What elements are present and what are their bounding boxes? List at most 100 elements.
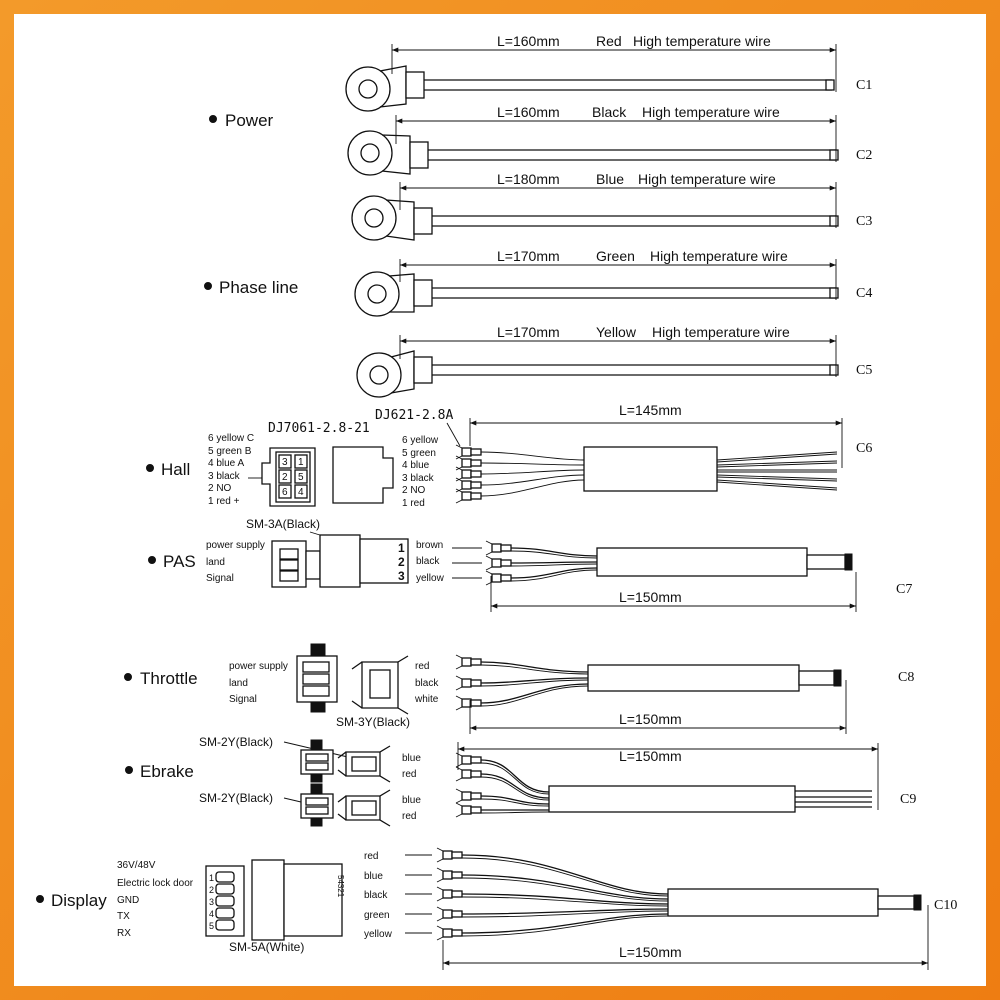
cable-code: C5 — [856, 363, 872, 378]
pas-sleeve — [596, 547, 808, 577]
hall-wire-3: 3 black — [402, 473, 435, 484]
hall-wire-6: 6 yellow — [402, 435, 439, 446]
ebrake-wire-1-red: red — [402, 769, 416, 780]
display-signal-2: Electric lock door — [117, 878, 194, 889]
cable-type: High temperature wire — [638, 171, 776, 187]
display-sleeve — [667, 888, 879, 917]
ebrake-sleeve — [548, 785, 796, 813]
hall-connector-right-label: DJ621-2.8A — [375, 408, 453, 423]
throttle-connector-label: SM-3Y(Black) — [336, 715, 410, 729]
cable-color: Yellow — [596, 324, 637, 340]
pas-connector-label: SM-3A(Black) — [246, 517, 320, 531]
pas-wire-1: brown — [416, 540, 443, 551]
ebrake-connector-1-label: SM-2Y(Black) — [199, 735, 273, 749]
display-housing-pins: 54321 — [336, 875, 345, 898]
cable-length: L=160mm — [497, 33, 560, 49]
label-display: Display — [51, 891, 107, 910]
hall-wire-1: 1 red — [402, 498, 425, 509]
throttle-length: L=150mm — [619, 711, 682, 727]
display-housing-side — [251, 859, 285, 941]
ebrake-wire-1-blue: blue — [402, 753, 421, 764]
display-wire-3: black — [364, 890, 388, 901]
cable-type: High temperature wire — [642, 104, 780, 120]
ebrake-wire-2-red: red — [402, 811, 416, 822]
cable-code: C1 — [856, 78, 872, 93]
display-pin-number: 1 — [209, 873, 214, 883]
pas-housing-side — [319, 534, 361, 588]
pas-wire-2: black — [416, 556, 440, 567]
cable-type: High temperature wire — [652, 324, 790, 340]
pas-length: L=150mm — [619, 589, 682, 605]
throttle-wire-3: white — [414, 694, 439, 705]
hall-left-pin-6: 6 yellow C — [208, 433, 254, 444]
display-wire-2: blue — [364, 871, 383, 882]
display-wire-1: red — [364, 851, 378, 862]
cable-color: Blue — [596, 171, 624, 187]
section-labels: Power Phase line Hall PAS Throttle Ebrak… — [36, 111, 298, 910]
display-pin-number: 2 — [209, 885, 214, 895]
hall-left-pin-4: 4 blue A — [208, 458, 244, 469]
pas-signal-1: power supply — [206, 540, 265, 551]
ebrake-length: L=150mm — [619, 748, 682, 764]
display-length: L=150mm — [619, 944, 682, 960]
display-signal-4: TX — [117, 911, 130, 922]
label-phase-line: Phase line — [219, 278, 298, 297]
hall-housing-pin: 6 — [282, 487, 288, 498]
ebrake-wire-2-blue: blue — [402, 795, 421, 806]
cable-length: L=170mm — [497, 248, 560, 264]
cable-color: Green — [596, 248, 635, 264]
pas-signal-2: land — [206, 557, 225, 568]
display-pin-number: 4 — [209, 909, 214, 919]
pas-pin-number: 2 — [398, 555, 405, 569]
cable-color: Black — [592, 104, 627, 120]
hall-connector-left-label: DJ7061-2.8-21 — [268, 421, 370, 436]
hall-housing-side — [332, 446, 394, 504]
display-assembly: 36V/48V Electric lock door GND TX RX 123… — [117, 847, 957, 970]
hall-housing-pin: 3 — [282, 457, 288, 468]
display-signal-1: 36V/48V — [117, 860, 156, 871]
hall-left-pin-1: 1 red + — [208, 496, 240, 507]
cable-length: L=170mm — [497, 324, 560, 340]
cable-type: High temperature wire — [633, 33, 771, 49]
hall-housing-pin: 1 — [298, 457, 304, 468]
display-pin-number: 5 — [209, 921, 214, 931]
throttle-signal-1: power supply — [229, 661, 288, 672]
diagram-panel: Power Phase line Hall PAS Throttle Ebrak… — [14, 14, 986, 986]
label-power: Power — [225, 111, 274, 130]
throttle-wire-2: black — [415, 678, 439, 689]
code-c10: C10 — [934, 898, 957, 913]
display-signal-3: GND — [117, 895, 139, 906]
throttle-signal-3: Signal — [229, 694, 257, 705]
label-hall: Hall — [161, 460, 190, 479]
cable-type: High temperature wire — [650, 248, 788, 264]
code-c8: C8 — [898, 670, 914, 685]
pas-pin-number: 1 — [398, 541, 405, 555]
throttle-assembly: power supply land Signal SM-3Y(Black) re… — [229, 643, 914, 734]
hall-sleeve — [583, 446, 718, 492]
code-c9: C9 — [900, 792, 916, 807]
pas-pin-number: 3 — [398, 569, 405, 583]
display-signal-5: RX — [117, 928, 131, 939]
label-ebrake: Ebrake — [140, 762, 194, 781]
hall-left-pin-3: 3 black — [208, 471, 241, 482]
pas-wire-3: yellow — [416, 573, 445, 584]
code-c7: C7 — [896, 582, 912, 597]
hall-left-pin-2: 2 NO — [208, 483, 232, 494]
cable-code: C4 — [856, 286, 872, 301]
cable-color: Red — [596, 33, 622, 49]
cable-length: L=160mm — [497, 104, 560, 120]
throttle-wire-1: red — [415, 661, 429, 672]
pas-assembly: SM-3A(Black) power supply land Signal 1 … — [206, 517, 912, 612]
hall-wire-2: 2 NO — [402, 485, 426, 496]
cable-code: C3 — [856, 214, 872, 229]
label-throttle: Throttle — [140, 669, 198, 688]
label-pas: PAS — [163, 552, 196, 571]
display-wire-4: green — [364, 910, 390, 921]
hall-housing-pin: 2 — [282, 472, 288, 483]
